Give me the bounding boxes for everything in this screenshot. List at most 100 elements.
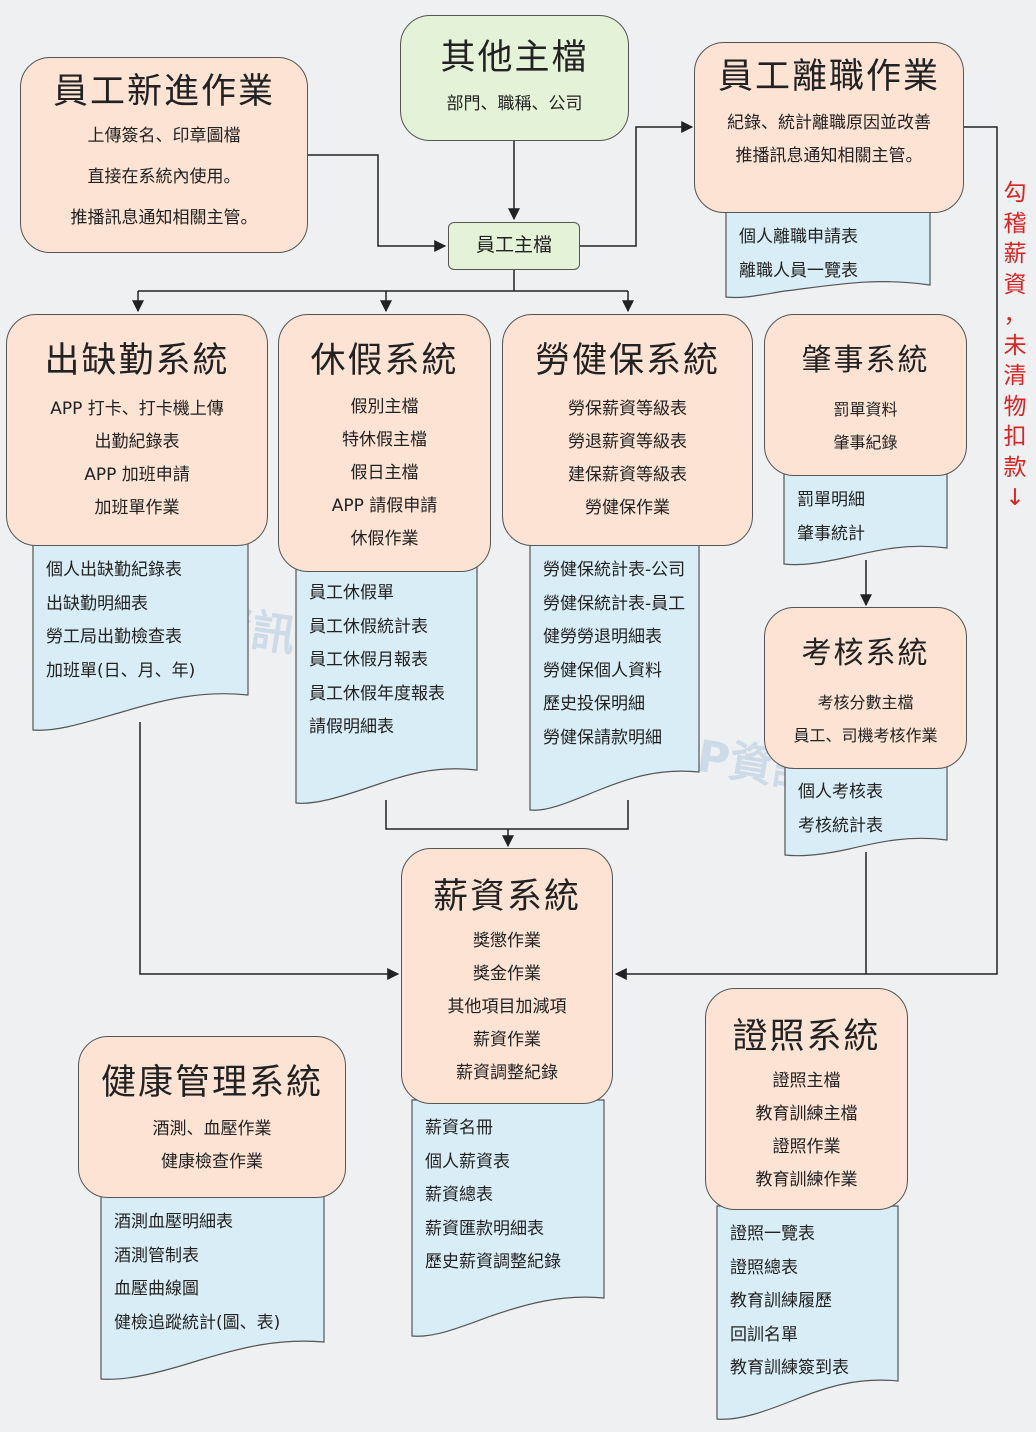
side-note-char: 清 xyxy=(1003,363,1027,389)
attendance-report: 個人出缺勤紀錄表 xyxy=(46,560,182,580)
health-item: 酒測、血壓作業 xyxy=(152,1119,272,1139)
attendance-title: 出缺勤系統 xyxy=(44,341,230,381)
leave-title: 休假系統 xyxy=(310,341,459,381)
insurance-report-doc: 勞健保統計表-公司 勞健保統計表-員工 健勞勞退明細表 勞健保個人資料 歷史投保… xyxy=(529,539,700,815)
appraisal-box: 考核系統 考核分數主檔 員工、司機考核作業 xyxy=(764,607,967,769)
payroll-title: 薪資系統 xyxy=(432,877,581,917)
side-note-char: 勾 xyxy=(1003,180,1027,206)
resignation-box: 員工離職作業 紀錄、統計離職原因並改善 推播訊息通知相關主管。 xyxy=(694,42,964,213)
payroll-item: 薪資作業 xyxy=(473,1030,541,1050)
attendance-report: 出缺勤明細表 xyxy=(46,593,148,614)
incident-title: 肇事系統 xyxy=(801,343,930,378)
payroll-item: 薪資調整紀錄 xyxy=(456,1063,558,1083)
new-hire-item: 直接在系統內使用。 xyxy=(87,167,241,187)
health-item: 健康檢查作業 xyxy=(161,1152,263,1172)
attendance-item: 出勤紀錄表 xyxy=(94,432,180,452)
payroll-report: 歷史薪資調整紀錄 xyxy=(425,1252,561,1272)
leave-report: 員工休假年度報表 xyxy=(309,683,445,704)
license-report: 教育訓練簽到表 xyxy=(730,1358,849,1378)
side-note-char: ↓ xyxy=(1005,485,1025,511)
license-report-doc: 證照一覽表 證照總表 教育訓練履歷 回訓名單 教育訓練簽到表 xyxy=(716,1205,899,1424)
attendance-report: 加班單(日、月、年) xyxy=(46,660,196,681)
license-item: 證照主檔 xyxy=(772,1071,841,1091)
attendance-item: APP 打卡、打卡機上傳 xyxy=(50,399,224,419)
health-report-doc: 酒測血壓明細表 酒測管制表 血壓曲線圖 健檢追蹤統計(圖、表) xyxy=(100,1193,325,1382)
leave-item: 休假作業 xyxy=(350,529,419,549)
payroll-item: 其他項目加減項 xyxy=(447,997,567,1017)
side-note-char: 未 xyxy=(1003,332,1027,359)
connector-resign-to-payroll xyxy=(614,126,998,980)
license-item: 教育訓練作業 xyxy=(755,1170,858,1190)
new-hire-box: 員工新進作業 上傳簽名、印章圖檔 直接在系統內使用。 推播訊息通知相關主管。 xyxy=(20,57,308,253)
license-item: 教育訓練主檔 xyxy=(755,1104,858,1124)
appraisal-report: 個人考核表 xyxy=(798,782,883,802)
connector-leave-down xyxy=(385,800,629,830)
leave-box: 休假系統 假別主檔 特休假主檔 假日主檔 APP 請假申請 休假作業 xyxy=(278,314,491,572)
resignation-title: 員工離職作業 xyxy=(717,57,940,97)
payroll-report: 薪資匯款明細表 xyxy=(425,1218,544,1239)
insurance-item: 建保薪資等級表 xyxy=(568,465,687,485)
new-hire-item: 上傳簽名、印章圖檔 xyxy=(87,126,241,146)
leave-report: 員工休假單 xyxy=(309,583,394,603)
incident-item: 肇事紀錄 xyxy=(833,433,898,452)
payroll-report: 個人薪資表 xyxy=(425,1151,510,1172)
connector-master-to-resign xyxy=(580,121,694,247)
attendance-report-doc: 個人出缺勤紀錄表 出缺勤明細表 勞工局出勤檢查表 加班單(日、月、年) xyxy=(32,539,249,735)
attendance-item: 加班單作業 xyxy=(94,498,180,518)
side-note-char: 資 xyxy=(1003,271,1027,298)
license-report: 回訓名單 xyxy=(730,1324,798,1345)
connector-attendance-to-payroll xyxy=(139,722,400,980)
connector-newhire-to-master xyxy=(308,154,447,252)
health-report: 血壓曲線圖 xyxy=(114,1279,199,1299)
resignation-item: 推播訊息通知相關主管。 xyxy=(735,146,923,166)
other-master-box: 其他主檔 部門、職稱、公司 xyxy=(400,15,629,141)
health-report: 健檢追蹤統計(圖、表) xyxy=(114,1312,281,1333)
incident-box: 肇事系統 罰單資料 肇事紀錄 xyxy=(764,314,967,476)
incident-report: 肇事統計 xyxy=(797,523,865,544)
insurance-title: 勞健保系統 xyxy=(534,341,720,381)
employee-master-box: 員工主檔 xyxy=(448,222,580,270)
side-note-char: ， xyxy=(1003,302,1027,328)
insurance-item: 勞健保作業 xyxy=(585,498,670,518)
insurance-report: 勞健保統計表-公司 xyxy=(543,560,686,580)
insurance-report: 勞健保請款明細 xyxy=(543,727,662,748)
new-hire-item: 推播訊息通知相關主管。 xyxy=(70,208,258,228)
leave-report: 員工休假統計表 xyxy=(309,616,428,637)
payroll-item: 獎金作業 xyxy=(473,964,541,984)
side-note-char: 稽 xyxy=(1003,210,1027,237)
side-note: 勾 稽 薪 資 ， 未 清 物 扣 款 ↓ xyxy=(998,178,1032,514)
appraisal-item: 考核分數主檔 xyxy=(817,693,914,712)
other-master-title: 其他主檔 xyxy=(440,38,589,78)
insurance-report: 歷史投保明細 xyxy=(543,694,645,714)
payroll-box: 薪資系統 獎懲作業 獎金作業 其他項目加減項 薪資作業 薪資調整紀錄 xyxy=(401,848,613,1104)
attendance-report: 勞工局出勤檢查表 xyxy=(46,627,182,647)
incident-item: 罰單資料 xyxy=(833,400,898,419)
license-report: 教育訓練履歷 xyxy=(730,1291,832,1311)
payroll-item: 獎懲作業 xyxy=(473,931,541,951)
new-hire-title: 員工新進作業 xyxy=(52,72,275,112)
health-report: 酒測管制表 xyxy=(114,1245,199,1266)
leave-item: APP 請假申請 xyxy=(331,496,438,516)
health-title: 健康管理系統 xyxy=(100,1063,323,1103)
side-note-char: 薪 xyxy=(1003,241,1027,267)
health-box: 健康管理系統 酒測、血壓作業 健康檢查作業 xyxy=(78,1036,346,1198)
incident-report: 罰單明細 xyxy=(797,490,865,510)
payroll-report: 薪資名冊 xyxy=(425,1118,493,1138)
side-note-char: 物 xyxy=(1003,393,1027,420)
license-item: 證照作業 xyxy=(772,1137,841,1157)
leave-item: 假別主檔 xyxy=(350,397,419,417)
attendance-item: APP 加班申請 xyxy=(84,465,190,485)
side-note-char: 款 xyxy=(1003,454,1027,481)
insurance-item: 勞保薪資等級表 xyxy=(568,399,687,419)
leave-item: 特休假主檔 xyxy=(342,430,427,450)
leave-item: 假日主檔 xyxy=(350,463,419,483)
leave-report: 請假明細表 xyxy=(309,717,394,737)
license-report: 證照總表 xyxy=(730,1257,798,1278)
license-title: 證照系統 xyxy=(732,1017,881,1057)
health-report: 酒測血壓明細表 xyxy=(114,1212,233,1232)
attendance-box: 出缺勤系統 APP 打卡、打卡機上傳 出勤紀錄表 APP 加班申請 加班單作業 xyxy=(6,314,268,546)
insurance-report: 勞健保統計表-員工 xyxy=(543,593,686,614)
leave-report-doc: 員工休假單 員工休假統計表 員工休假月報表 員工休假年度報表 請假明細表 xyxy=(295,564,478,810)
